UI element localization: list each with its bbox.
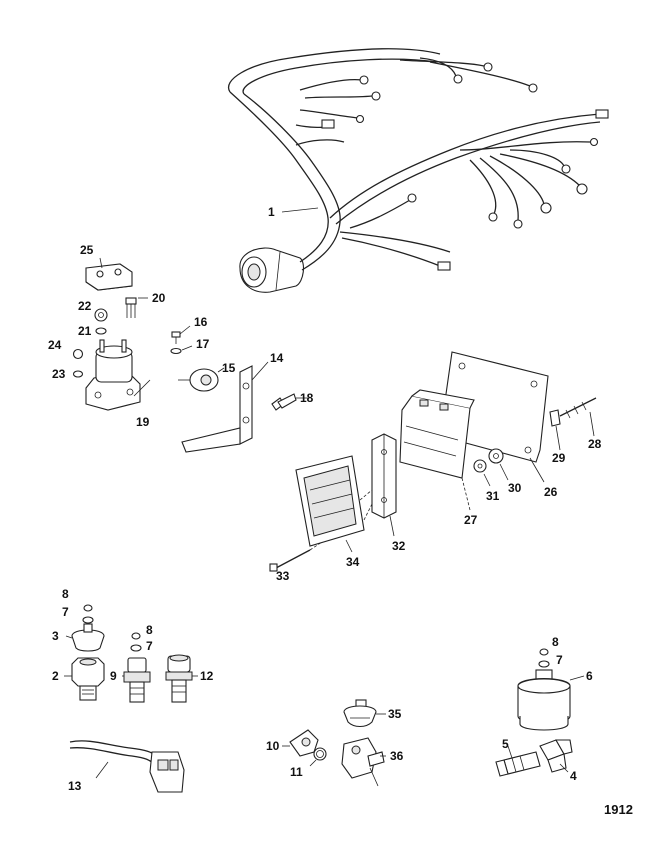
washer-17 [170,345,193,355]
callout-36: 36 [390,749,404,763]
callout-5: 5 [502,737,509,751]
callout-15: 15 [222,361,236,375]
callout-7-b: 7 [146,639,153,653]
callout-17: 17 [196,337,210,351]
callout-35: 35 [388,707,402,721]
harness-13 [69,740,185,793]
callout-3: 3 [52,629,59,643]
washer-30 [488,448,509,481]
callout-31: 31 [486,489,500,503]
sender-9 [122,657,151,703]
callout-14: 14 [270,351,284,365]
washer-8-b [131,632,141,640]
callout-10: 10 [266,739,280,753]
fitting-5 [495,745,541,777]
sender-12 [165,654,198,703]
stud-28 [559,397,597,437]
figure-number: 1912 [604,802,633,817]
callout-32: 32 [392,539,406,553]
callout-1: 1 [268,205,275,219]
callout-7-a: 7 [62,605,69,619]
fitting-36 [341,737,386,787]
callout-8-b: 8 [146,623,153,637]
wiring-harness [227,48,609,293]
sensor-15 [178,367,225,392]
callout-29: 29 [552,451,566,465]
screw-16 [171,325,191,344]
callout-4: 4 [570,769,577,783]
mount-bracket-25 [85,257,133,291]
washer-7-a [82,616,94,624]
callout-6: 6 [586,669,593,683]
switch-35 [343,699,386,728]
callout-25: 25 [80,243,94,257]
callout-24: 24 [48,338,62,352]
callout-20: 20 [152,291,166,305]
starter-solenoid-19 [85,339,151,411]
callout-21: 21 [78,324,92,338]
callout-18: 18 [300,391,314,405]
callout-16: 16 [194,315,208,329]
sender-6 [517,669,585,731]
callout-27: 27 [464,513,478,527]
callout-26: 26 [544,485,558,499]
callout-9: 9 [110,669,117,683]
screw-33 [269,541,323,572]
callout-19: 19 [136,415,150,429]
washer-8-a [83,604,93,612]
callout-30: 30 [508,481,522,495]
washer-8-c [539,648,549,656]
callout-22: 22 [78,299,92,313]
tee-4 [539,739,573,773]
sender-3 [65,623,105,652]
screw-18 [271,393,308,411]
callout-8-a: 8 [62,587,69,601]
washer-23 [72,370,84,378]
bracket-32 [371,433,397,537]
callout-2: 2 [52,669,59,683]
module-34 [295,455,373,553]
callout-12: 12 [200,669,214,683]
callout-7-c: 7 [556,653,563,667]
callout-8-c: 8 [552,635,559,649]
harness-connector [239,247,305,293]
fitting-10 [282,729,319,757]
callout-28: 28 [588,437,602,451]
bracket-14 [181,361,269,453]
washer-21 [95,327,107,335]
nut-22 [94,308,108,322]
washer-7-b [130,644,142,652]
module-27 [399,389,475,511]
washer-7-c [538,660,550,668]
adapter-2 [64,657,105,701]
screw-20 [125,297,148,318]
callout-33: 33 [276,569,290,583]
o-ring-11 [309,747,327,767]
callout-23: 23 [52,367,66,381]
clip-29 [549,409,561,451]
callout-13: 13 [68,779,82,793]
nut-24 [72,348,84,360]
callout-34: 34 [346,555,360,569]
callout-11: 11 [290,765,303,779]
washer-31 [473,459,491,487]
